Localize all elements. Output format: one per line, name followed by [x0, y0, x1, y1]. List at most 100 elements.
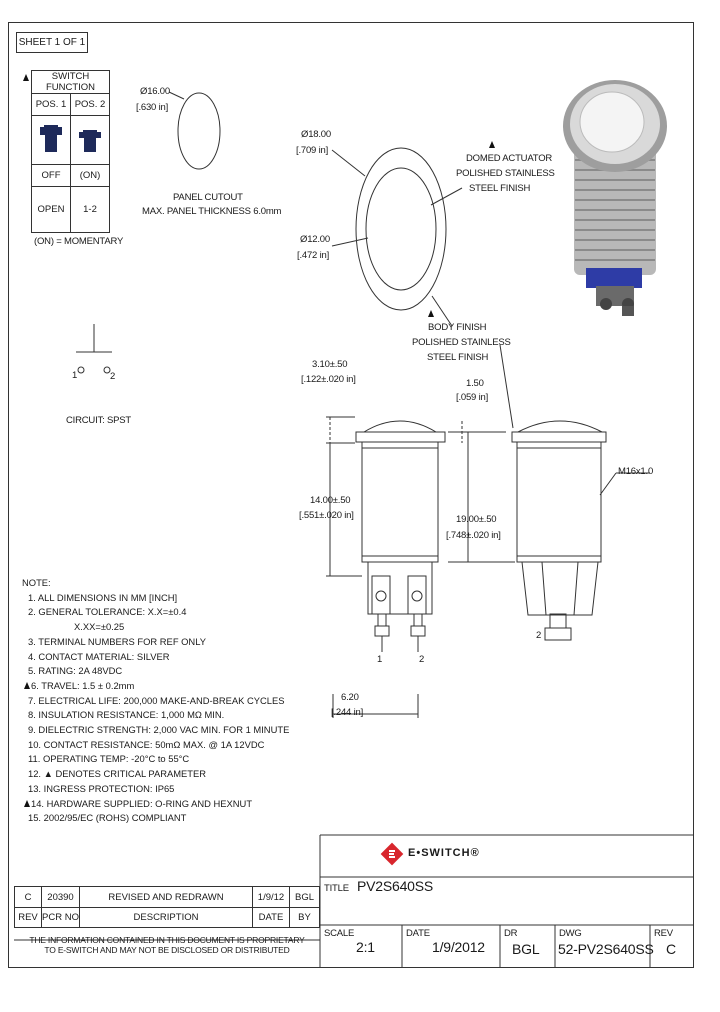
pos1-button-icon	[31, 115, 71, 165]
scale-value: 2:1	[356, 939, 375, 955]
note-text: 11. OPERATING TEMP: -20°C to 55°C	[28, 753, 190, 765]
dim-3-10-mm: 3.10±.50	[312, 359, 348, 370]
actuator-label-3: STEEL FINISH	[469, 183, 531, 194]
note-text: 15. 2002/95/EC (ROHS) COMPLIANT	[28, 812, 187, 824]
pos1-circuit: OPEN	[31, 186, 71, 233]
side-view-body	[361, 441, 439, 563]
scale-label: SCALE	[324, 928, 355, 939]
notes-list: 1. ALL DIMENSIONS IN MM [INCH] 2. GENERAL…	[22, 591, 289, 826]
front-inner-leader	[331, 237, 369, 247]
description-header: DESCRIPTION	[79, 907, 253, 928]
note-text: 12. ▲ DENOTES CRITICAL PARAMETER	[28, 768, 207, 780]
drawing-frame	[8, 22, 694, 968]
dim-3-10-in: [.122±.020 in]	[301, 374, 356, 385]
body-finish-label-2: POLISHED STAINLESS	[412, 337, 511, 348]
note-item: 4. CONTACT MATERIAL: SILVER	[22, 650, 289, 665]
dwg-value: 52-PV2S640SS	[558, 941, 654, 957]
front-outer-dia-mm: Ø18.00	[301, 129, 331, 140]
date-value-tb: 1/9/2012	[432, 939, 485, 955]
pcr-value: 20390	[41, 886, 80, 908]
side-view-right-body	[516, 441, 602, 563]
circuit-terminal-2	[103, 366, 111, 374]
panel-cutout-dia-mm: Ø16.00	[140, 86, 170, 97]
critical-marker	[24, 681, 30, 689]
front-inner-dia-mm: Ø12.00	[300, 234, 330, 245]
note-text: 10. CONTACT RESISTANCE: 50mΩ MAX. @ 1A 1…	[28, 738, 265, 750]
front-outer-dia-in: [.709 in]	[296, 145, 329, 156]
actuator-label-1: DOMED ACTUATOR	[466, 153, 553, 164]
description-value: REVISED AND REDRAWN	[79, 886, 253, 908]
note-text: 8. INSULATION RESISTANCE: 1,000 MΩ MIN.	[28, 709, 225, 721]
title-value: PV2S640SS	[357, 878, 434, 894]
actuator-label-2: POLISHED STAINLESS	[456, 168, 555, 179]
note-text: 3. TERMINAL NUMBERS FOR REF ONLY	[28, 635, 206, 647]
dim-19-00-mm: 19.00±.50	[456, 514, 497, 525]
note-text: 1. ALL DIMENSIONS IN MM [INCH]	[28, 591, 178, 603]
front-inner-dia-in: [.472 in]	[297, 250, 330, 261]
proprietary-line-1: THE INFORMATION CONTAINED IN THIS DOCUME…	[29, 935, 305, 945]
dim-1-50-mm: 1.50	[466, 378, 484, 389]
note-text: 5. RATING: 2A 48VDC	[28, 665, 123, 677]
dim-6-20-in: [.244 in]	[331, 707, 364, 718]
note-item: 1. ALL DIMENSIONS IN MM [INCH]	[22, 591, 289, 606]
front-outer-leader	[331, 149, 366, 177]
body-finish-critical-marker	[428, 309, 435, 320]
pos2-circuit: 1-2	[70, 186, 110, 233]
body-finish-label-3: STEEL FINISH	[427, 352, 489, 363]
note-item: 13. INGRESS PROTECTION: IP65	[22, 782, 289, 797]
proprietary-line-2: TO E-SWITCH AND MAY NOT BE DISCLOSED OR …	[44, 945, 290, 955]
pos2-button-icon	[70, 115, 110, 165]
note-item: 2. GENERAL TOLERANCE: X.X=±0.4	[22, 605, 289, 620]
circuit-t1-label: 1	[72, 370, 78, 381]
date-header: DATE	[252, 907, 290, 928]
product-render	[563, 80, 667, 316]
momentary-legend: (ON) = MOMENTARY	[34, 236, 124, 247]
note-item: 10. CONTACT RESISTANCE: 50mΩ MAX. @ 1A 1…	[22, 738, 289, 753]
note-item: 6. TRAVEL: 1.5 ± 0.2mm	[18, 679, 289, 694]
panel-cutout-leader	[168, 91, 185, 100]
pcr-header: PCR NO	[41, 907, 80, 928]
circuit-label: CIRCUIT: SPST	[66, 415, 131, 426]
rev-label-tb: REV	[654, 928, 673, 939]
note-text: X.XX=±0.25	[74, 621, 125, 633]
note-item: 5. RATING: 2A 48VDC	[22, 664, 289, 679]
side-view-right-dome	[517, 420, 603, 433]
note-text: 6. TRAVEL: 1.5 ± 0.2mm	[31, 679, 135, 691]
dim-14-00-mm: 14.00±.50	[310, 495, 351, 506]
date-value: 1/9/12	[252, 886, 290, 908]
note-text: 9. DIELECTRIC STRENGTH: 2,000 VAC MIN. F…	[28, 724, 290, 736]
panel-cutout-label: PANEL CUTOUT	[173, 192, 243, 203]
note-item: 9. DIELECTRIC STRENGTH: 2,000 VAC MIN. F…	[22, 723, 289, 738]
actuator-critical-marker	[489, 140, 496, 151]
sheet-label: SHEET 1 OF 1	[16, 32, 88, 53]
note-item: X.XX=±0.25	[22, 620, 289, 635]
front-outer-circle	[355, 147, 447, 311]
circuit-t2-label: 2	[110, 371, 116, 382]
body-finish-leader	[431, 295, 453, 327]
note-item: 3. TERMINAL NUMBERS FOR REF ONLY	[22, 635, 289, 650]
side-view-dome	[362, 420, 438, 433]
terminal-housing	[367, 561, 433, 615]
side-view-bezel	[355, 431, 446, 443]
actuator-leader	[430, 187, 463, 206]
terminal-side-label: 2	[536, 630, 542, 641]
circuit-terminal-1	[77, 366, 85, 374]
switch-function-table: SWITCH FUNCTION POS. 1 POS. 2 OFF (ON) O…	[31, 70, 110, 233]
rev-value: C	[14, 886, 42, 908]
dim-19-00-in: [.748±.020 in]	[446, 530, 501, 541]
dim-14-00-in: [.551±.020 in]	[299, 510, 354, 521]
notes-block: NOTE: 1. ALL DIMENSIONS IN MM [INCH]2. G…	[22, 576, 289, 826]
by-header: BY	[289, 907, 320, 928]
note-item: 15. 2002/95/EC (ROHS) COMPLIANT	[22, 811, 289, 826]
revision-table: C 20390 REVISED AND REDRAWN 1/9/12 BGL R…	[14, 886, 320, 928]
title-label: TITLE	[324, 883, 349, 894]
dim-1-50-in: [.059 in]	[456, 392, 489, 403]
note-item: 8. INSULATION RESISTANCE: 1,000 MΩ MIN.	[22, 708, 289, 723]
note-text: 7. ELECTRICAL LIFE: 200,000 MAKE-AND-BRE…	[28, 694, 285, 706]
critical-marker	[23, 73, 30, 84]
note-text: 4. CONTACT MATERIAL: SILVER	[28, 650, 170, 662]
brand-logo-text: E•SWITCH®	[408, 847, 480, 859]
note-text: 14. HARDWARE SUPPLIED: O-RING AND HEXNUT	[31, 797, 253, 809]
front-inner-circle	[365, 167, 437, 291]
